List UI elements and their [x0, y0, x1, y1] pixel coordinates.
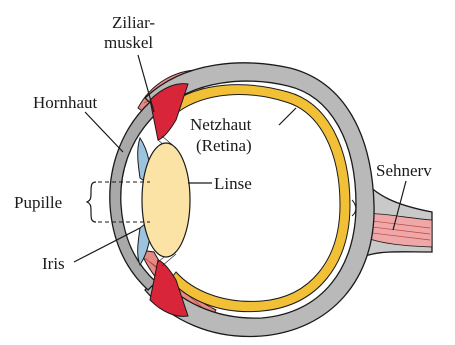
- leader-hornhaut: [85, 112, 123, 152]
- label-ziliarmuskel-line2: muskel: [104, 33, 153, 52]
- label-sehnerv: Sehnerv: [376, 161, 432, 180]
- pupille-brace: [87, 182, 96, 222]
- label-hornhaut: Hornhaut: [33, 93, 97, 112]
- label-netzhaut-line1: Netzhaut: [190, 115, 252, 134]
- lens: [142, 143, 190, 257]
- leader-netzhaut: [279, 108, 296, 125]
- label-ziliarmuskel-line1: Ziliar-: [112, 13, 155, 32]
- label-linse: Linse: [214, 174, 252, 193]
- label-iris: Iris: [42, 254, 65, 273]
- label-pupille: Pupille: [14, 193, 62, 212]
- label-netzhaut-line2: (Retina): [196, 136, 252, 155]
